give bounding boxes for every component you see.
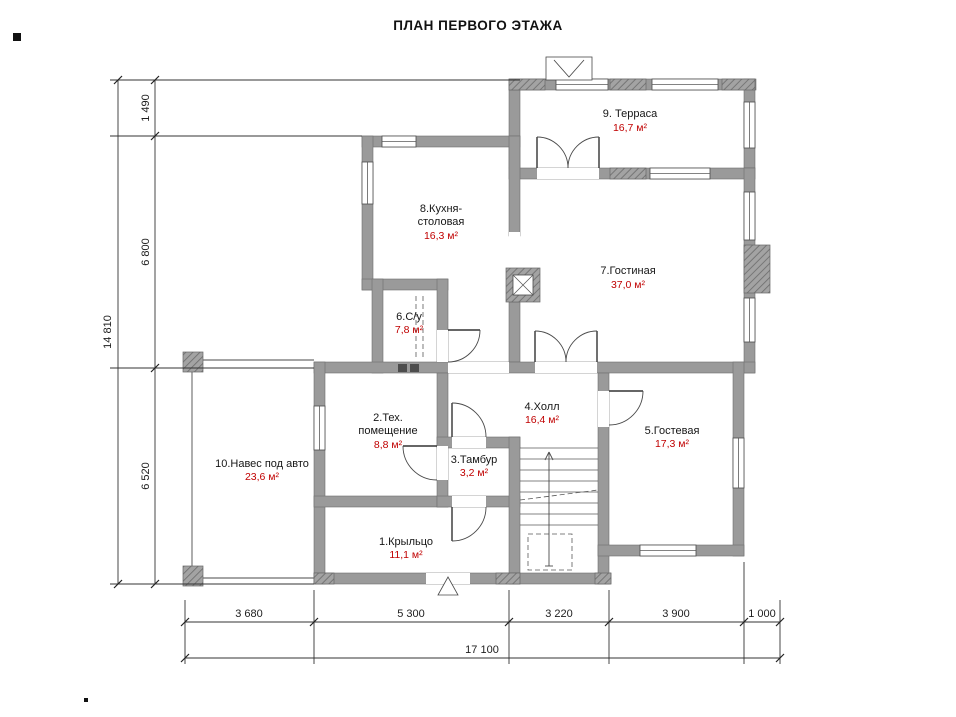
room-label-porch: 1.Крыльцо 11,1 м² [379, 536, 433, 561]
svg-text:8.Кухня-: 8.Кухня- [420, 203, 463, 215]
dim-horizontal-seg-5: 1 000 [748, 608, 776, 620]
svg-text:2.Тех.: 2.Тех. [373, 412, 403, 424]
dim-vertical-seg-3: 6 520 [140, 462, 152, 490]
door-swings [402, 136, 644, 542]
room-label-tech: 2.Тех. помещение 8,8 м² [358, 412, 417, 451]
svg-text:9. Терраса: 9. Терраса [603, 108, 658, 120]
print-artifacts [13, 33, 88, 702]
carport-structure [182, 351, 314, 587]
svg-text:8,8 м²: 8,8 м² [374, 439, 403, 451]
dim-horizontal-total: 17 100 [465, 644, 499, 656]
hatched-piers [313, 78, 771, 585]
svg-text:помещение: помещение [358, 425, 417, 437]
fixtures [398, 56, 593, 596]
svg-text:1.Крыльцо: 1.Крыльцо [379, 536, 433, 548]
room-labels: 9. Терраса 16,7 м² 8.Кухня- столовая 16,… [215, 108, 699, 561]
svg-text:37,0 м²: 37,0 м² [611, 279, 646, 291]
svg-text:3,2 м²: 3,2 м² [460, 467, 489, 479]
svg-text:16,3 м²: 16,3 м² [424, 230, 459, 242]
room-label-terrace: 9. Терраса 16,7 м² [603, 108, 658, 134]
windows [313, 78, 756, 557]
svg-text:11,1 м²: 11,1 м² [389, 549, 423, 561]
dim-horizontal-seg-1: 3 680 [235, 608, 263, 620]
stairs [519, 447, 599, 571]
dim-vertical-total: 14 810 [102, 315, 114, 349]
svg-text:4.Холл: 4.Холл [524, 401, 559, 413]
svg-text:16,4 м²: 16,4 м² [525, 414, 560, 426]
vent-symbol [545, 56, 593, 81]
svg-text:3.Тамбур: 3.Тамбур [451, 454, 498, 466]
dim-horizontal-seg-3: 3 220 [545, 608, 573, 620]
svg-text:10.Навес под авто: 10.Навес под авто [215, 458, 309, 470]
dim-horizontal-seg-4: 3 900 [662, 608, 690, 620]
room-label-carport: 10.Навес под авто 23,6 м² [215, 458, 309, 483]
dimension-labels: 14 810 1 490 6 800 6 520 3 680 5 300 3 2… [102, 94, 776, 656]
svg-text:16,7 м²: 16,7 м² [613, 122, 648, 134]
svg-text:7.Гостиная: 7.Гостиная [600, 265, 655, 277]
room-label-hall: 4.Холл 16,4 м² [524, 401, 559, 426]
room-label-bathroom: 6.С/у 7,8 м² [395, 311, 424, 336]
page-title: ПЛАН ПЕРВОГО ЭТАЖА [393, 18, 562, 33]
svg-text:5.Гостевая: 5.Гостевая [645, 425, 700, 437]
dim-horizontal-seg-2: 5 300 [397, 608, 425, 620]
room-label-kitchen: 8.Кухня- столовая 16,3 м² [418, 203, 465, 242]
svg-text:7,8 м²: 7,8 м² [395, 324, 424, 336]
flue-pier [505, 267, 541, 303]
plumbing-risers [398, 296, 424, 372]
room-label-living: 7.Гостиная 37,0 м² [600, 265, 655, 291]
room-label-guest: 5.Гостевая 17,3 м² [645, 425, 700, 450]
room-label-tambour: 3.Тамбур 3,2 м² [451, 454, 498, 479]
dimension-lines [110, 75, 785, 664]
dim-vertical-seg-1: 1 490 [140, 94, 152, 122]
entrance-arrow [437, 576, 459, 596]
dim-vertical-seg-2: 6 800 [140, 238, 152, 266]
svg-text:17,3 м²: 17,3 м² [655, 438, 690, 450]
svg-text:6.С/у: 6.С/у [396, 311, 422, 323]
svg-text:столовая: столовая [418, 216, 465, 228]
svg-text:23,6 м²: 23,6 м² [245, 471, 280, 483]
